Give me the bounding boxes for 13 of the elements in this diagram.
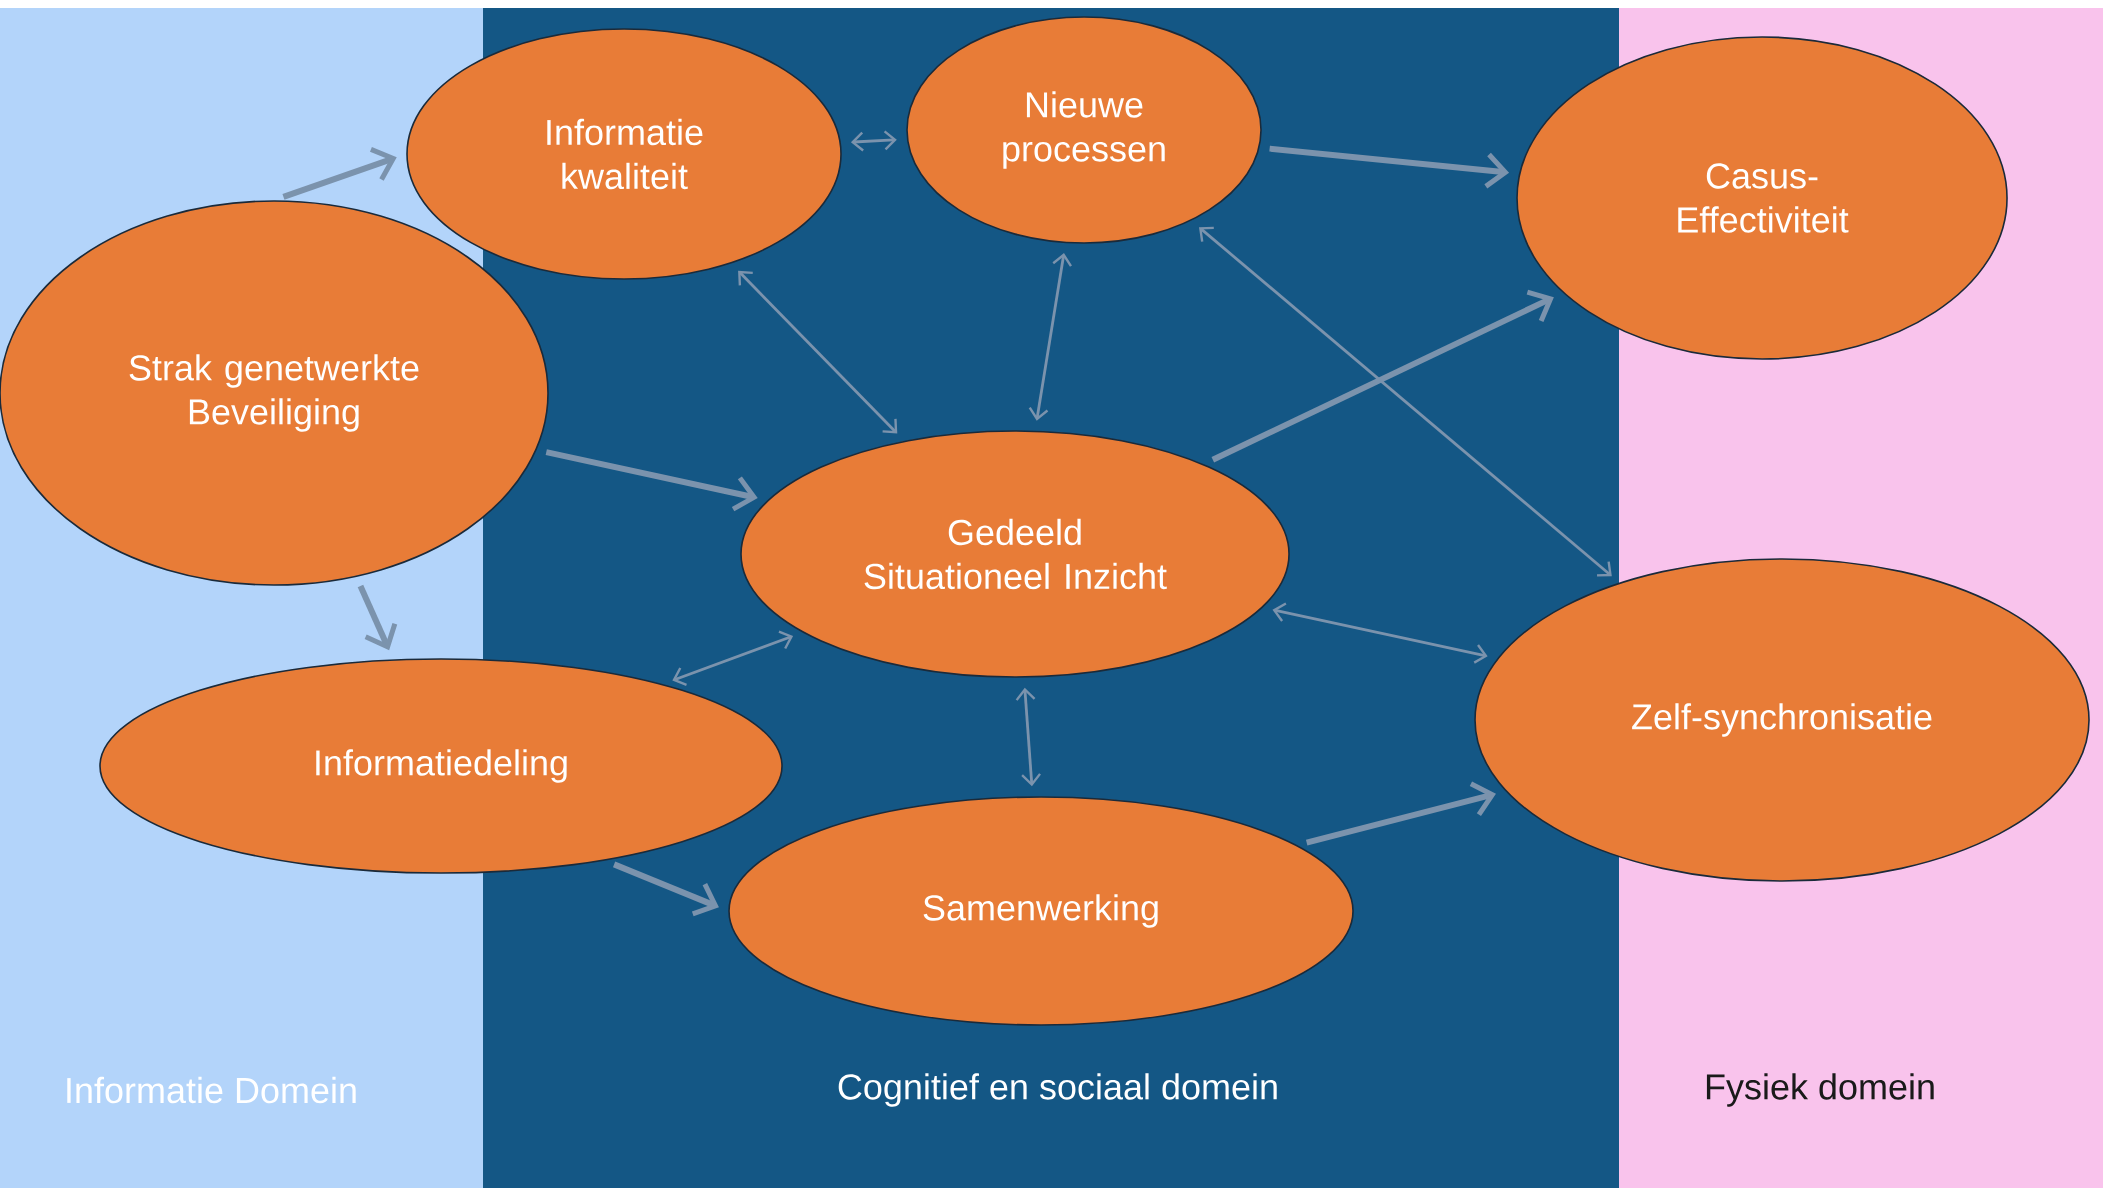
arrow bbox=[1015, 687, 1041, 787]
arrow bbox=[282, 147, 397, 200]
arrow bbox=[1272, 602, 1488, 664]
arrow bbox=[1269, 145, 1510, 189]
arrow bbox=[850, 130, 897, 152]
arrow bbox=[545, 449, 758, 512]
arrow bbox=[1199, 226, 1612, 577]
arrow bbox=[738, 270, 898, 434]
arrow bbox=[612, 861, 719, 917]
arrow bbox=[1211, 289, 1554, 463]
arrow bbox=[672, 630, 794, 687]
arrow bbox=[1305, 781, 1496, 846]
arrow bbox=[1028, 253, 1072, 421]
